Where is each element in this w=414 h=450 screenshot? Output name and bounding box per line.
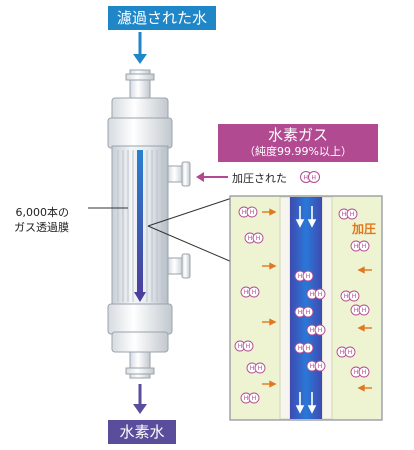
- molecule-atom-label: H: [244, 289, 249, 296]
- molecule-atom-label: H: [362, 307, 367, 314]
- gas-purity: （純度99.99%以上）: [244, 145, 352, 158]
- molecule-atom-label: H: [298, 309, 303, 316]
- molecule-atom-label: H: [252, 395, 257, 402]
- pressure-label: 加圧: [352, 222, 377, 236]
- membrane-label-line1: 6,000本の: [15, 206, 70, 219]
- molecule-atom-label: H: [342, 211, 347, 218]
- molecule-atom-label: H: [298, 345, 303, 352]
- filter-cylinder: [107, 69, 191, 379]
- input-label: 濾過された水: [116, 9, 207, 27]
- molecule-atom-label: H: [362, 369, 367, 376]
- pressurized-label: 加圧された: [232, 172, 287, 185]
- molecule-atom-label: H: [304, 175, 309, 182]
- molecule-atom-label: H: [354, 307, 359, 314]
- molecule-atom-label: H: [298, 273, 303, 280]
- molecule-atom-label: H: [352, 293, 357, 300]
- molecule-atom-label: H: [348, 349, 353, 356]
- molecule-atom-label: H: [242, 209, 247, 216]
- molecule-atom-label: H: [344, 293, 349, 300]
- molecule-atom-label: H: [310, 327, 315, 334]
- molecule-atom-label: H: [318, 291, 323, 298]
- molecule-atom-label: H: [306, 273, 311, 280]
- molecule-atom-label: H: [250, 209, 255, 216]
- molecule-atom-label: H: [312, 175, 317, 182]
- molecule-atom-label: H: [354, 243, 359, 250]
- molecule-atom-label: H: [362, 243, 367, 250]
- molecule-atom-label: H: [238, 343, 243, 350]
- gas-title: 水素ガス: [267, 126, 328, 144]
- input-label-box: 濾過された水: [108, 6, 216, 30]
- molecule-atom-label: H: [252, 289, 257, 296]
- molecule-atom-label: H: [310, 363, 315, 370]
- membrane-label: 6,000本の ガス透過膜: [14, 205, 69, 235]
- molecule-atom-label: H: [306, 345, 311, 352]
- molecule-atom-label: H: [246, 343, 251, 350]
- molecule-atom-label: H: [310, 291, 315, 298]
- molecule-atom-label: H: [248, 235, 253, 242]
- gas-label-box: 水素ガス （純度99.99%以上）: [218, 124, 378, 162]
- input-arrow: [133, 32, 147, 64]
- molecule-atom-label: H: [256, 235, 261, 242]
- h2-molecule-icon: H H: [300, 171, 320, 183]
- molecule-atom-label: H: [350, 211, 355, 218]
- membrane-label-line2: ガス透過膜: [14, 221, 69, 234]
- molecule-atom-label: H: [306, 309, 311, 316]
- output-label: 水素水: [119, 423, 165, 441]
- molecule-atom-label: H: [318, 363, 323, 370]
- output-arrow: [133, 384, 147, 414]
- output-label-box: 水素水: [108, 420, 176, 444]
- molecule-atom-label: H: [258, 365, 263, 372]
- molecule-atom-label: H: [244, 395, 249, 402]
- molecule-atom-label: H: [354, 369, 359, 376]
- gas-inlet-arrow: [196, 172, 228, 182]
- molecule-atom-label: H: [340, 349, 345, 356]
- zoom-leader-lines: [147, 197, 233, 263]
- molecule-atom-label: H: [250, 365, 255, 372]
- molecule-atom-label: H: [318, 327, 323, 334]
